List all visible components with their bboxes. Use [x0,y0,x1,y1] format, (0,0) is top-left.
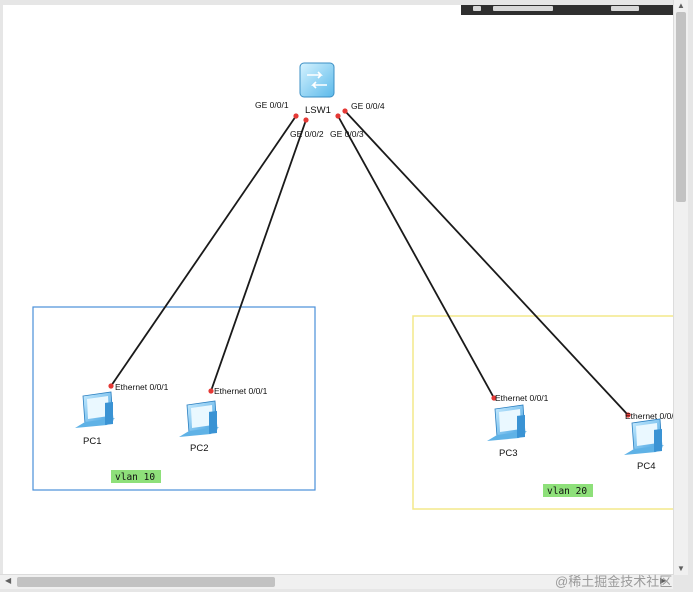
switch-label: LSW1 [305,105,331,116]
vlan-10-zone[interactable] [32,306,316,491]
switch-port-label-1: GE 0/0/1 [255,100,289,110]
horizontal-scroll-thumb[interactable] [17,577,275,587]
port-dot-ge003[interactable] [335,113,341,119]
topology-canvas[interactable]: LSW1 GE 0/0/1 GE 0/0/2 GE 0/0/3 GE 0/0/4… [3,5,673,574]
switch-port-label-2: GE 0/0/2 [290,129,324,139]
port-dot-pc1[interactable] [108,383,114,389]
watermark: @稀土掘金技术社区 [555,574,673,589]
link-pc3-ge003[interactable] [337,115,495,399]
vlan-20-tag-bg [543,484,593,497]
window-edge [688,0,693,592]
switch-port-label-3: GE 0/0/3 [330,129,364,139]
pc-icon[interactable] [487,404,527,441]
vlan-20-zone[interactable] [412,315,673,510]
pc4-label: PC4 [637,461,655,472]
horizontal-scrollbar[interactable]: ◀ ▶ [0,574,673,589]
port-dot-ge004[interactable] [342,108,348,114]
pc2-port-label: Ethernet 0/0/1 [214,386,268,396]
vertical-scroll-thumb[interactable] [676,12,686,202]
scroll-down-icon[interactable]: ▼ [677,564,685,573]
port-dot-pc3[interactable] [491,395,497,401]
link-pc2-ge002[interactable] [210,119,307,392]
link-pc4-ge004[interactable] [344,110,629,416]
pc4-port-label: Ethernet 0/0/1 [625,411,673,421]
switch-port-label-4: GE 0/0/4 [351,101,385,111]
pc1-port-label: Ethernet 0/0/1 [115,382,169,392]
port-dot-pc2[interactable] [208,388,214,394]
vlan-10-tag: vlan 10 [115,472,155,483]
pc-icon[interactable] [179,400,219,437]
port-dot-pc4[interactable] [625,412,631,418]
port-dot-ge001[interactable] [293,113,299,119]
pc2-label: PC2 [190,443,208,454]
pc-icon[interactable] [624,418,664,455]
scroll-left-icon[interactable]: ◀ [5,576,12,585]
link-pc1-ge001[interactable] [110,115,297,387]
vlan-10-tag-bg [111,470,161,483]
scroll-right-icon[interactable]: ▶ [660,576,667,585]
pc1-label: PC1 [83,436,101,447]
network-diagram: LSW1 GE 0/0/1 GE 0/0/2 GE 0/0/3 GE 0/0/4… [32,62,673,510]
port-dot-ge002[interactable] [303,117,309,123]
pc-icon[interactable] [75,391,115,428]
pc3-label: PC3 [499,448,517,459]
vlan-20-tag: vlan 20 [547,486,587,497]
scroll-up-icon[interactable]: ▲ [677,1,685,10]
switch-icon[interactable] [299,62,335,98]
top-toolbar-strip [461,5,673,15]
vertical-scrollbar[interactable]: ▲ ▼ [673,0,689,575]
pc3-port-label: Ethernet 0/0/1 [495,393,549,403]
